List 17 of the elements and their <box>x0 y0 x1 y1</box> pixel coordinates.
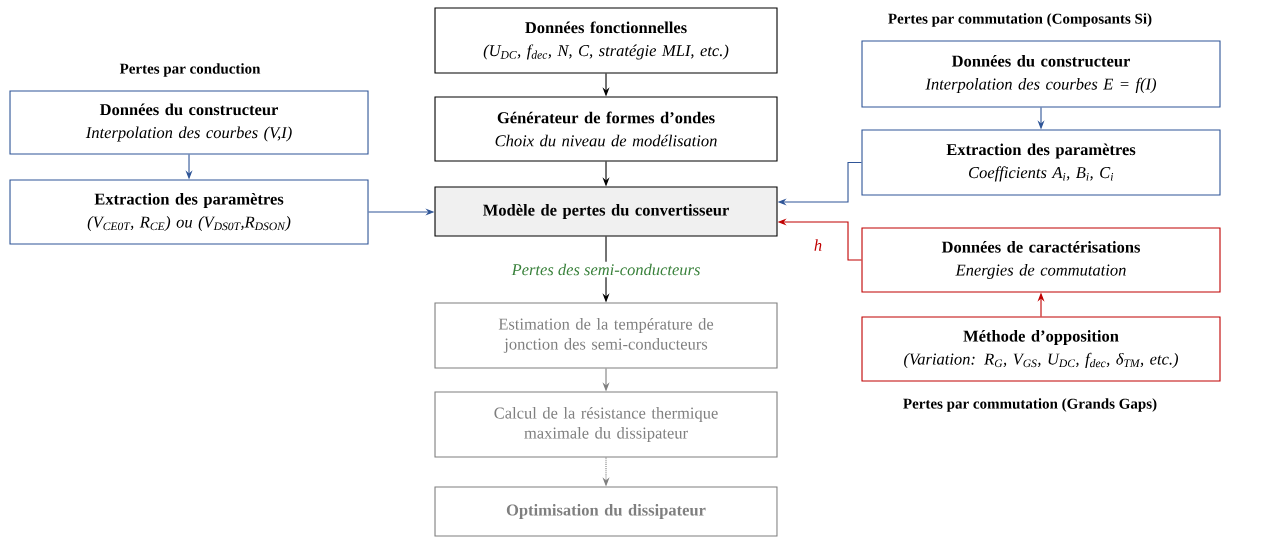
process-box: Optimisation du dissipateur <box>434 486 778 537</box>
process-box: Estimation de la température de jonction des semi-conducteurs <box>434 302 778 369</box>
section-heading: Pertes par conduction <box>119 63 261 77</box>
process-box: Extraction des paramètres Coefficients A$_{i}$, B$_{i}$, C$_{i}$ <box>861 129 1221 196</box>
section-heading: Pertes par commutation (Grands Gaps) <box>903 398 1157 412</box>
process-box: Méthode d’opposition (Variation: R$_{G}$, V$_{GS}$, U$_{DC}$, f$_{dec}$, δ$_{TM}$, etc.) <box>861 316 1221 382</box>
process-box: Données de caractérisations Energies de commutation <box>861 227 1221 293</box>
process-box: Données fonctionnelles (U$_{DC}$, f$_{dec}$, N, C, stratégie MLI, etc.) <box>434 7 778 74</box>
edge-label: Pertes des semi-conducteurs <box>509 261 703 278</box>
process-box: Modèle de pertes du convertisseur <box>434 186 778 237</box>
process-box: Calcul de la résistance thermique maximale du dissipateur <box>434 391 778 458</box>
section-heading: Pertes par commutation (Composants Si) <box>888 13 1152 27</box>
process-box: Données du constructeur Interpolation des courbes (V,I) <box>9 90 369 155</box>
edge-label: h <box>811 237 825 253</box>
process-box: Extraction des paramètres (V$_{CE0T}$, R$_{CE}$) ou (V$_{DS0T}$,R$_{DSON}$) <box>9 179 369 245</box>
process-box: Données du constructeur Interpolation des courbes E = f(I) <box>861 40 1221 108</box>
process-box: Générateur de formes d’ondes Choix du niveau de modélisation <box>434 96 778 162</box>
